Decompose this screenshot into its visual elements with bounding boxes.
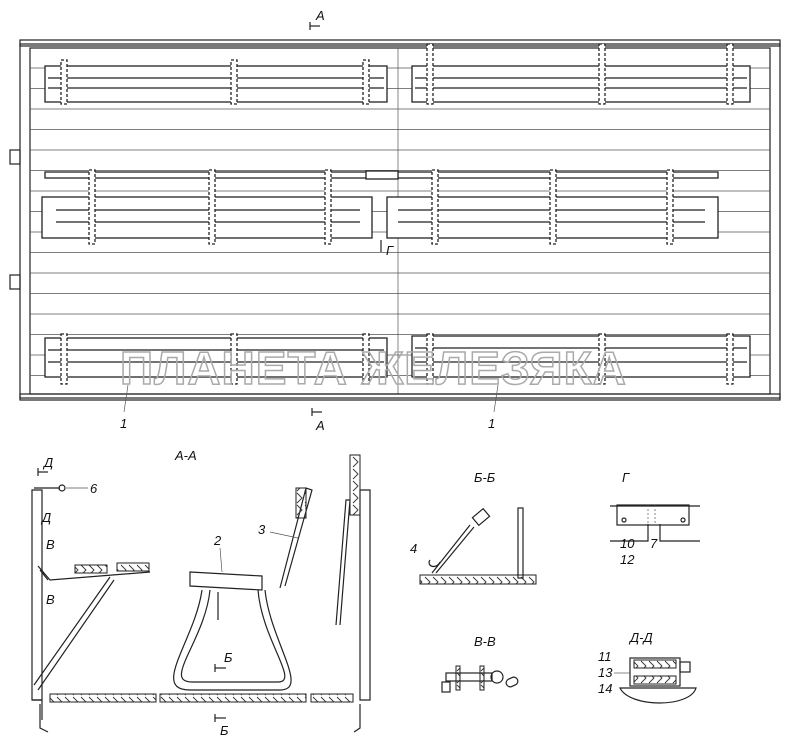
bench-post: [431, 169, 439, 245]
bench-post: [362, 333, 370, 385]
bench-posts: [60, 43, 734, 385]
section-aa-title: А-А: [174, 448, 197, 463]
bench-post: [598, 333, 606, 385]
left-side-board: [31, 489, 43, 701]
front-rail: [19, 39, 781, 47]
callout-11: 11: [598, 649, 612, 664]
seat-2: [189, 571, 263, 591]
callout-1-left: 1: [120, 416, 127, 431]
watermark: ПЛАНЕТА ЖЕЛЕЗЯКА: [120, 342, 627, 394]
mark-b-top: Б: [224, 650, 233, 665]
section-d-d: Д-Д 11 13 14: [598, 630, 697, 704]
floor-section-right: [310, 693, 354, 703]
bench-middle-left: [41, 196, 373, 239]
bench-top-right: [411, 65, 751, 103]
bench-post: [549, 169, 557, 245]
platform-frame: [19, 43, 781, 399]
bench-post: [230, 59, 238, 105]
section-b-b: Б-Б 4: [410, 470, 537, 585]
bench-post: [726, 43, 734, 105]
section-mark-a-top: А: [315, 8, 325, 23]
bench-bottom-left: [44, 337, 388, 378]
bench-post: [230, 333, 238, 385]
bench-post: [362, 59, 370, 105]
callout-3: 3: [258, 522, 266, 537]
hinge-left-upper: [9, 149, 21, 165]
mark-b-bottom: Б: [220, 723, 229, 738]
floor-section-middle: [159, 693, 307, 703]
section-bb-title: Б-Б: [474, 470, 496, 485]
folding-seat-left: [37, 565, 151, 581]
bench-post: [60, 59, 68, 105]
bench-post: [88, 169, 96, 245]
section-dd-title: Д-Д: [628, 630, 653, 645]
bench-post: [426, 333, 434, 385]
mark-v-bottom: В: [46, 592, 55, 607]
callout-6: 6: [90, 481, 98, 496]
view-g: Г 10 7 12: [610, 470, 700, 567]
hinge-left-lower: [9, 274, 21, 290]
rail-joint: [365, 170, 399, 180]
seat-brace: [33, 576, 115, 691]
seat-support-frame: [173, 589, 292, 691]
bench-post: [726, 333, 734, 385]
view-mark-g: Г: [386, 243, 394, 258]
floor-section-left: [49, 693, 157, 703]
right-side-board: [359, 489, 371, 701]
rear-rail: [19, 393, 781, 401]
section-a-a: А-А Д 6 Д В В 2 3 Б Б: [31, 448, 371, 738]
section-vv-title: В-В: [474, 634, 496, 649]
callout-10: 10: [620, 536, 635, 551]
backrest-3: [279, 487, 313, 589]
callout-4: 4: [410, 541, 417, 556]
bench-post: [666, 169, 674, 245]
bench-post: [426, 43, 434, 105]
bench-top-left: [44, 65, 388, 103]
callout-1-right: 1: [488, 416, 495, 431]
plan-view: ПЛАНЕТА ЖЕЛЕЗЯКА А А Г 1 1: [9, 8, 781, 433]
bench-post: [60, 333, 68, 385]
callout-2: 2: [213, 533, 222, 548]
view-g-title: Г: [622, 470, 630, 485]
bench-post: [324, 169, 332, 245]
bench-post: [598, 43, 606, 105]
mark-d-bottom: Д: [40, 510, 51, 525]
callout-12: 12: [620, 552, 635, 567]
callout-14: 14: [598, 681, 612, 696]
section-v-v: В-В: [441, 634, 519, 693]
bench-bottom-right: [411, 335, 751, 378]
section-mark-a-bottom: А: [315, 418, 325, 433]
callout-7: 7: [650, 536, 658, 551]
bench-post: [208, 169, 216, 245]
folded-backrest: [335, 499, 351, 626]
callout-13: 13: [598, 665, 613, 680]
mark-v-top: В: [46, 537, 55, 552]
mark-d-top: Д: [42, 455, 53, 470]
